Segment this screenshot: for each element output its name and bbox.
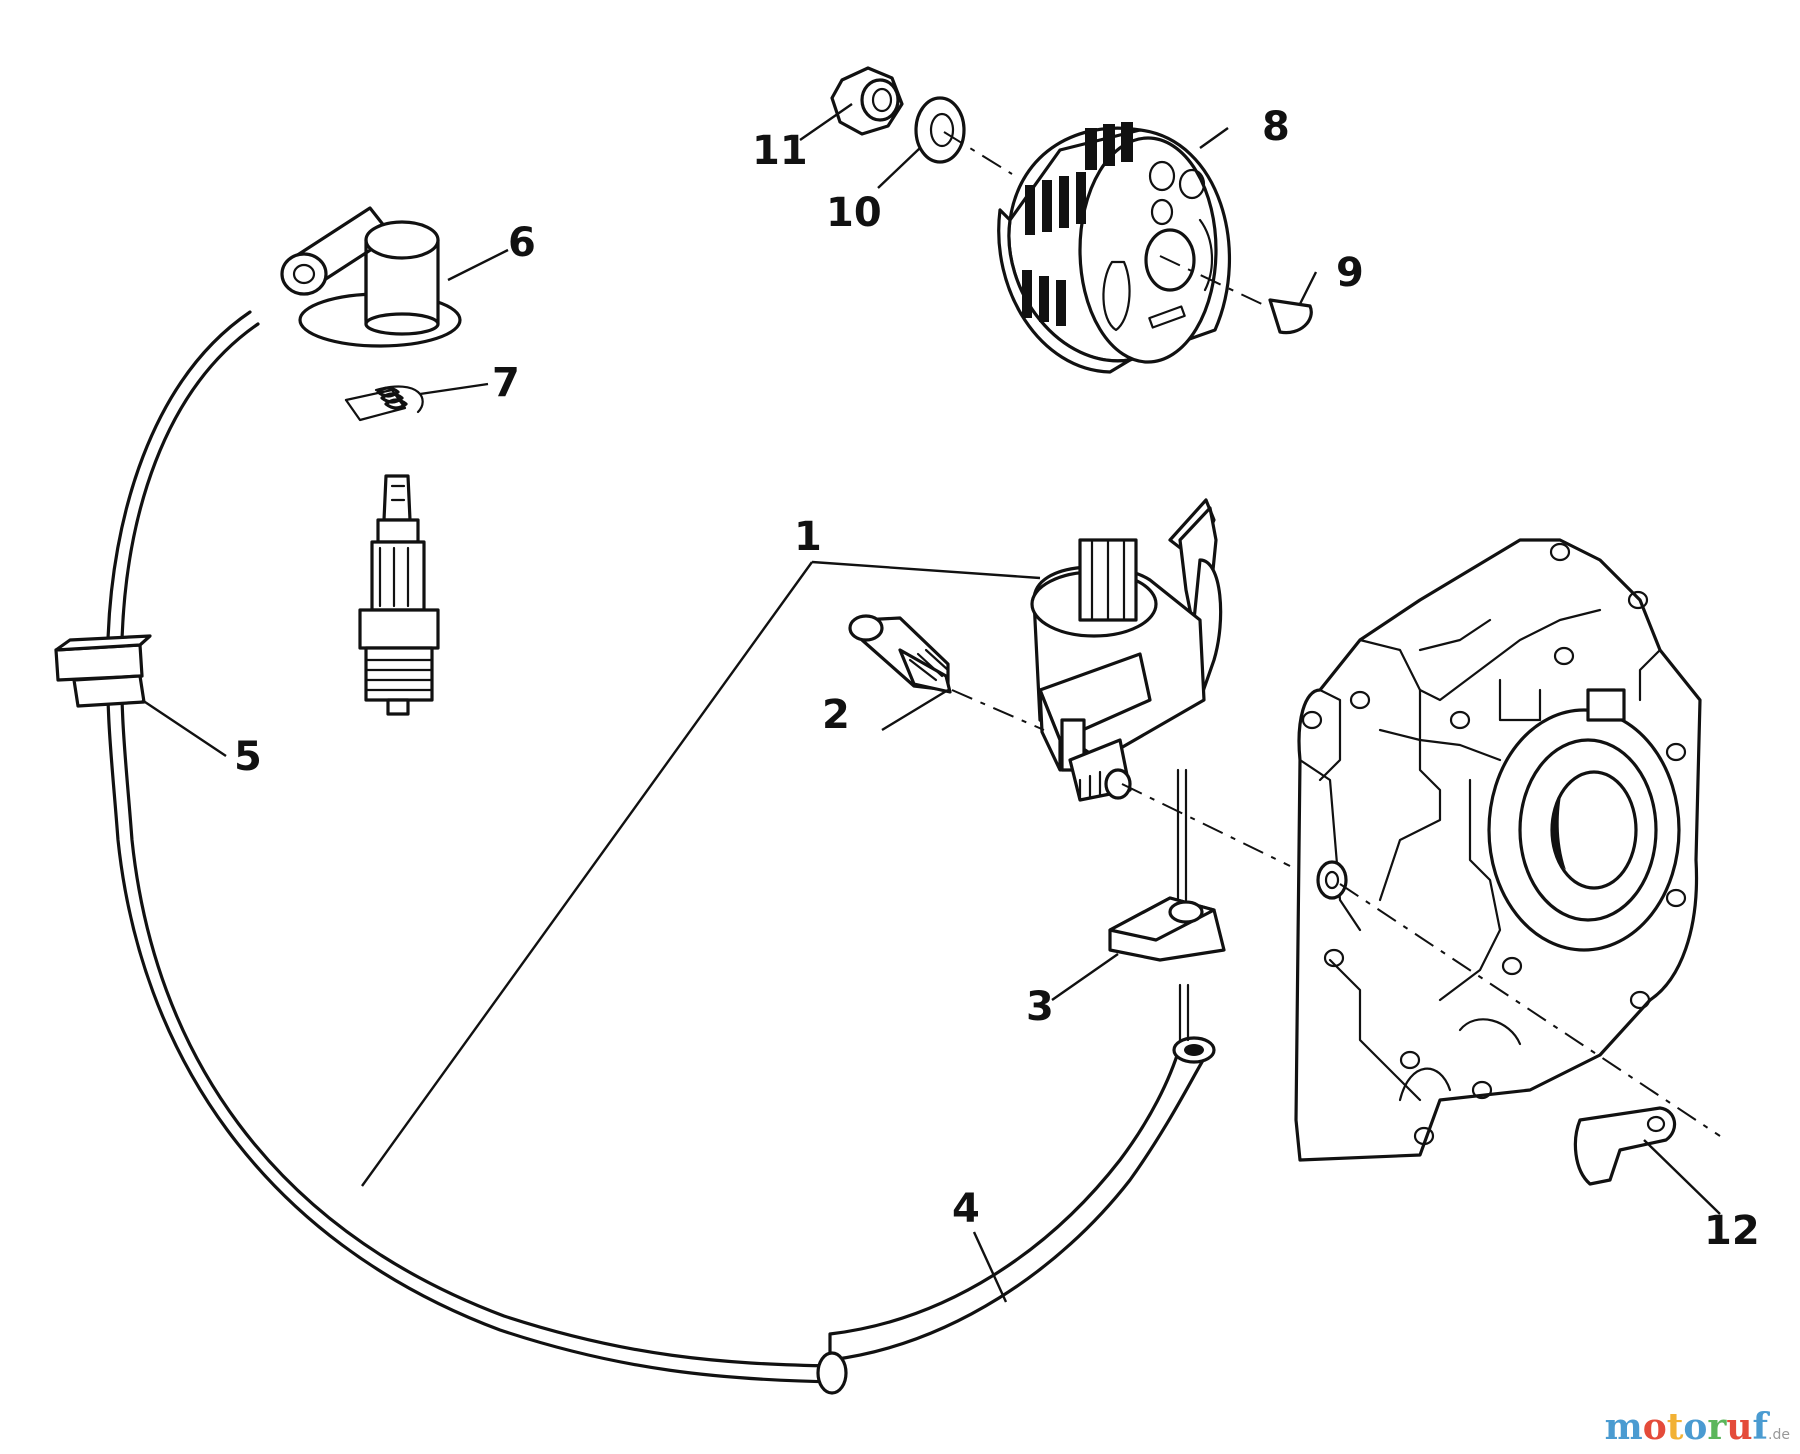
part-12-clip [1573,1106,1677,1186]
callout-labels: 1 2 3 4 5 6 7 8 9 10 11 12 [234,104,1760,1254]
part-7-spring-clip [344,385,424,422]
callout-5: 5 [234,734,262,780]
callout-1: 1 [794,514,822,560]
callout-9: 9 [1336,250,1364,296]
callout-10: 10 [826,190,882,236]
watermark-letter: t [1666,1406,1684,1448]
watermark-suffix: .de [1768,1427,1790,1443]
assembly-center-lines [943,131,1721,1137]
watermark-letter: r [1707,1406,1727,1448]
watermark-letter: u [1726,1406,1753,1448]
callout-3: 3 [1026,984,1054,1030]
watermark-letter: f [1752,1406,1769,1448]
part-10-washer [914,96,966,164]
part-9-key [1268,298,1313,335]
part-2-screw [848,614,952,694]
part-6-spark-plug-boot [280,206,462,348]
part-4-tube [816,1036,1216,1395]
watermark-letter: m [1604,1406,1643,1448]
callout-11: 11 [752,128,808,174]
callout-leaders [141,103,1721,1303]
callout-6: 6 [508,220,536,266]
callout-12: 12 [1704,1208,1760,1254]
callout-8: 8 [1262,104,1290,150]
part-1-ignition-module [1030,498,1223,802]
spark-plug [358,474,440,716]
watermark-logo: motoruf.de [1605,1406,1790,1448]
callout-4: 4 [952,1186,980,1232]
part-11-hex-nut [830,66,904,136]
part-4-5-lead-wire [106,310,840,1384]
callout-7: 7 [492,360,520,406]
callout-2: 2 [822,692,850,738]
watermark-letter: o [1683,1406,1708,1448]
part-3-grommet [1108,768,1226,1042]
engine-case [1294,538,1702,1162]
part-8-flywheel [997,122,1231,374]
watermark-letter: o [1642,1406,1667,1448]
part-5-grommet [54,634,152,708]
